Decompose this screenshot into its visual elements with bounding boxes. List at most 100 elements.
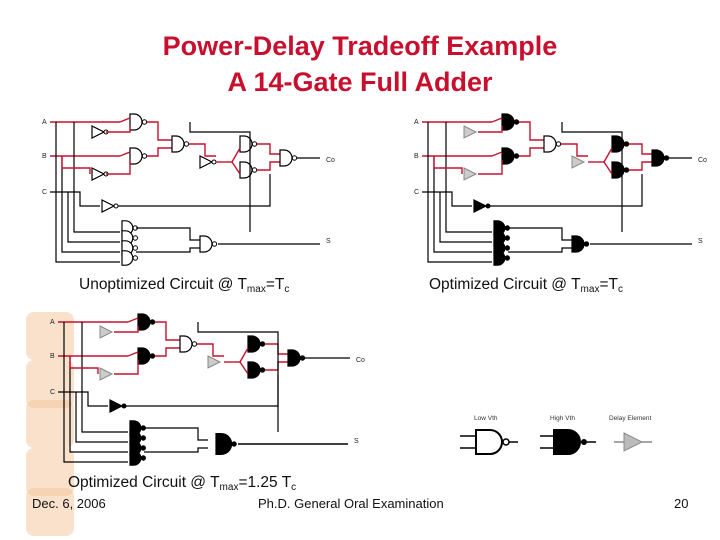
inversion-bubble-icon bbox=[623, 141, 630, 147]
wire bbox=[155, 321, 180, 341]
wire bbox=[239, 361, 249, 375]
wire bbox=[155, 347, 180, 357]
decorative-block bbox=[26, 312, 74, 360]
nand-gate-icon bbox=[171, 135, 185, 153]
wire bbox=[508, 227, 572, 241]
wire bbox=[81, 322, 128, 433]
wire bbox=[265, 343, 288, 355]
page-number: 20 bbox=[674, 496, 689, 511]
wire bbox=[508, 247, 572, 253]
inverter-icon bbox=[91, 167, 106, 181]
wire bbox=[55, 122, 120, 263]
inversion-bubble-icon bbox=[211, 241, 218, 247]
inversion-bubble-icon bbox=[121, 403, 127, 409]
wire bbox=[69, 356, 99, 374]
wire bbox=[119, 151, 131, 157]
inversion-bubble-icon bbox=[259, 367, 266, 373]
nand-gate-icon bbox=[287, 349, 301, 367]
wire bbox=[478, 126, 503, 133]
inversion-bubble-icon bbox=[149, 319, 156, 325]
wire bbox=[106, 160, 131, 175]
output-s-label: S bbox=[326, 238, 331, 245]
decorative-block bbox=[26, 400, 74, 448]
inversion-bubble-icon bbox=[132, 255, 139, 261]
inversion-bubble-icon bbox=[623, 167, 630, 173]
slide-subtitle: A 14-Gate Full Adder bbox=[227, 67, 493, 97]
wire bbox=[75, 392, 128, 443]
decorative-block bbox=[26, 488, 74, 536]
nand-gate-icon bbox=[247, 361, 261, 379]
slide-title: Power-Delay Tradeoff Example bbox=[162, 31, 558, 61]
delay-element-icon bbox=[571, 155, 586, 169]
inversion-bubble-icon bbox=[140, 455, 147, 461]
inversion-bubble-icon bbox=[513, 119, 520, 125]
wire bbox=[50, 191, 100, 207]
legend-delay-element-label: Delay Element bbox=[609, 415, 651, 422]
output-s-label: S bbox=[698, 238, 703, 245]
nand-gate-icon bbox=[137, 313, 151, 331]
wire bbox=[144, 447, 208, 453]
wire bbox=[67, 192, 120, 243]
wire bbox=[147, 121, 172, 141]
inversion-bubble-icon bbox=[132, 245, 139, 251]
output-co-label: Co bbox=[326, 157, 335, 164]
inversion-bubble-icon bbox=[663, 155, 670, 161]
nand-gate-icon bbox=[611, 135, 625, 153]
inversion-bubble-icon bbox=[140, 435, 147, 441]
nand-gate-icon bbox=[493, 250, 506, 266]
wire bbox=[61, 156, 91, 174]
inversion-bubble-icon bbox=[485, 203, 491, 209]
wire bbox=[58, 391, 108, 407]
inversion-bubble-icon bbox=[231, 441, 237, 447]
wire bbox=[257, 161, 280, 171]
nand-gate-icon bbox=[501, 147, 515, 165]
inversion-bubble-icon bbox=[211, 159, 217, 165]
legend-low-vth-label: Low Vth bbox=[474, 415, 498, 422]
wire bbox=[106, 126, 131, 133]
wire bbox=[257, 143, 280, 155]
wire bbox=[603, 147, 613, 163]
wire bbox=[231, 147, 241, 163]
wire bbox=[189, 143, 216, 157]
wire bbox=[114, 326, 139, 333]
footer-date: Dec. 6, 2006 bbox=[32, 496, 106, 511]
wire bbox=[519, 147, 544, 157]
input-a-label: A bbox=[414, 119, 419, 126]
wire bbox=[231, 161, 241, 175]
wire bbox=[69, 356, 128, 453]
wire bbox=[629, 143, 652, 155]
input-a-label: A bbox=[42, 119, 47, 126]
nand-gate-icon bbox=[279, 149, 293, 167]
inverter-icon bbox=[91, 125, 106, 139]
wire bbox=[433, 156, 492, 253]
gate-legend: Low Vth High Vth Delay Element bbox=[460, 415, 652, 455]
delay-element-icon bbox=[463, 167, 478, 181]
wire bbox=[63, 322, 128, 463]
wire bbox=[422, 191, 472, 207]
wire bbox=[114, 360, 139, 375]
input-a-label: A bbox=[50, 319, 55, 326]
nand-gate-icon bbox=[611, 161, 625, 179]
inversion-bubble-icon bbox=[141, 153, 148, 159]
nand-gate-icon bbox=[247, 335, 261, 353]
wire bbox=[73, 122, 120, 233]
delay-element-icon bbox=[99, 325, 114, 339]
inverter-icon bbox=[473, 199, 488, 213]
footer-center: Ph.D. General Oral Examination bbox=[258, 496, 444, 511]
input-b-label: B bbox=[42, 153, 47, 160]
inversion-bubble-icon bbox=[504, 245, 511, 251]
wire bbox=[519, 121, 544, 141]
wire bbox=[127, 351, 139, 357]
wire bbox=[197, 322, 279, 432]
input-c-label: C bbox=[50, 389, 55, 396]
wire bbox=[189, 122, 251, 232]
wire bbox=[136, 247, 200, 253]
nand-gate-icon bbox=[137, 347, 151, 365]
input-c-label: C bbox=[42, 189, 47, 196]
inverter-icon bbox=[109, 399, 124, 413]
caption-optimized-125: Optimized Circuit @ Tmax=1.25 Tc bbox=[68, 474, 297, 493]
inversion-bubble-icon bbox=[513, 153, 520, 159]
low-vth-nand-icon bbox=[460, 429, 518, 455]
